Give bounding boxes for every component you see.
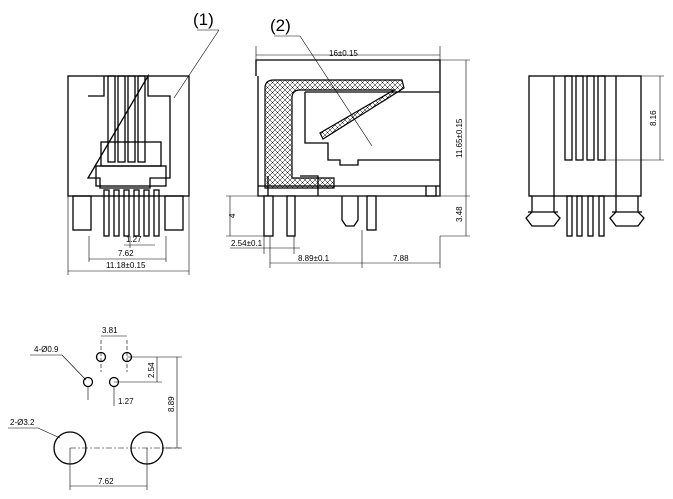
front-opening (86, 73, 171, 189)
rear-walls (553, 76, 617, 196)
rear-pins (566, 195, 605, 237)
callout-2: (2) (270, 16, 373, 147)
dim-1-27-front: 1.27 (126, 235, 142, 244)
dim-8-89-pcb: 8.89 (167, 396, 176, 412)
side-view: 16±0.15 11.65±0.15 3.48 4 2.54±0.1 8.89±… (226, 46, 470, 268)
side-cavity-outline (304, 91, 440, 166)
callout-1-label: (1) (193, 10, 214, 29)
rear-body-outline (528, 75, 642, 197)
dim-11-18-front: 11.18±0.15 (106, 261, 146, 270)
dim-height-side: 11.65±0.15 (455, 118, 464, 158)
pcb-centerlines (69, 340, 180, 490)
dim-2-54-pcb: 2.54 (147, 362, 156, 378)
rear-bottom-pegs (525, 196, 645, 227)
dim-hole-3-2: 2-Ø3.2 (10, 418, 35, 427)
dim-7-62-pcb: 7.62 (98, 477, 114, 486)
pcb-mount-hole-1 (53, 431, 87, 465)
side-base-step (258, 176, 440, 197)
dim-7-62-front: 7.62 (118, 249, 134, 258)
front-view: 1.27 7.62 11.18±0.15 (67, 73, 190, 275)
front-pins (103, 189, 160, 237)
front-bottom-legs (72, 195, 184, 231)
front-dimension-lines (67, 196, 190, 275)
pcb-hole-3 (82, 376, 94, 388)
pcb-hole-1 (95, 351, 107, 363)
front-lower-block (95, 165, 167, 187)
callout-1: (1) (173, 10, 220, 99)
dim-1-27-pcb: 1.27 (118, 397, 134, 406)
side-pins (263, 195, 377, 237)
side-inner-step (300, 175, 319, 196)
dim-3-81: 3.81 (102, 326, 118, 335)
front-contacts (107, 75, 146, 163)
rear-dimension-lines (605, 75, 664, 161)
dim-8-89-side: 8.89±0.1 (298, 254, 330, 263)
rear-contacts (564, 75, 606, 161)
dim-8-16: 8.16 (649, 110, 658, 126)
pcb-dimension-lines (8, 335, 182, 449)
rear-view: 8.16 (525, 75, 664, 237)
dim-hole-0-9: 4-Ø0.9 (34, 345, 59, 354)
side-dimension-lines (226, 46, 470, 268)
pcb-layout: 3.81 4-Ø0.9 2.54 1.27 8.89 2-Ø3.2 7.62 (8, 326, 182, 490)
side-hatched-shell-section (264, 79, 405, 189)
callout-2-label: (2) (270, 16, 291, 35)
pcb-small-holes (82, 351, 133, 388)
dim-4: 4 (228, 213, 237, 218)
dim-3-48: 3.48 (455, 206, 464, 222)
dim-7-88: 7.88 (393, 254, 409, 263)
side-body-outline (255, 59, 441, 197)
dim-width-side: 16±0.15 (329, 49, 358, 58)
dim-2-54-side: 2.54±0.1 (231, 239, 263, 248)
